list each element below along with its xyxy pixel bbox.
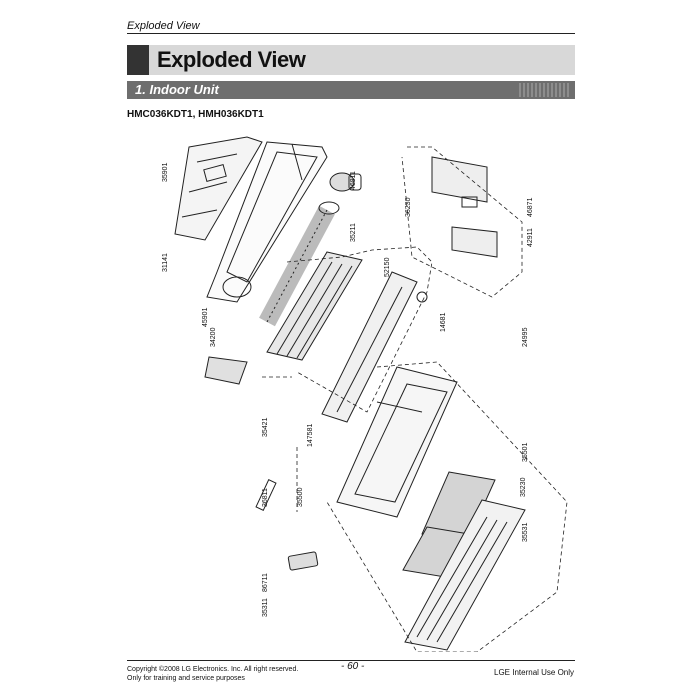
header-rule <box>127 33 575 34</box>
part-label: 36230 <box>405 197 412 217</box>
page-title: Exploded View <box>157 47 306 72</box>
running-head: Exploded View <box>127 20 200 32</box>
part-label: 31141 <box>162 253 169 272</box>
copyright-text: Copyright ©2008 LG Electronics. Inc. All… <box>127 666 299 673</box>
section-title: 1. Indoor Unit <box>135 82 219 97</box>
group-outlines <box>262 146 568 652</box>
part-label: 35531 <box>522 522 529 542</box>
part-label: 34200 <box>210 327 217 347</box>
fan-motor-drawing <box>329 172 362 192</box>
evaporator-drawing <box>266 251 363 361</box>
control-box-drawing <box>431 156 498 258</box>
page-number: - 60 - <box>341 661 365 672</box>
section-bar: 1. Indoor Unit <box>127 81 575 99</box>
section-decoration <box>519 83 569 97</box>
part-label: 35901 <box>162 162 169 182</box>
footer-copyright: Copyright ©2008 LG Electronics. Inc. All… <box>127 665 298 683</box>
footer-rule <box>127 660 575 661</box>
part-label: 147581 <box>307 424 314 447</box>
part-label: 52150 <box>384 257 391 277</box>
exploded-view-diagram: 35901 31141 45901 34200 46811 35211 5215… <box>162 136 568 652</box>
usage-note: Only for training and service purposes <box>127 675 245 682</box>
part-label: 35501 <box>522 442 529 462</box>
model-numbers: HMC036KDT1, HMH036KDT1 <box>127 109 264 120</box>
title-marker <box>127 45 149 75</box>
cross-flow-fan-drawing <box>259 201 340 327</box>
part-label: 35421 <box>262 417 269 437</box>
part-label: 46871 <box>527 197 534 217</box>
part-label: 24995 <box>522 327 529 347</box>
part-label: 36811 <box>262 488 269 507</box>
part-label: 46811 <box>350 171 357 190</box>
remote-control-drawing <box>204 356 319 571</box>
front-grille-drawing <box>404 499 526 651</box>
part-label: 14681 <box>440 312 447 332</box>
chassis-drawing <box>174 136 263 241</box>
part-label: 45901 <box>202 307 209 327</box>
front-frame-drawing <box>336 366 458 518</box>
part-labels: 35901 31141 45901 34200 46811 35211 5215… <box>162 162 534 617</box>
part-label: 35211 <box>350 223 357 242</box>
part-label: 35230 <box>520 477 527 497</box>
part-label: 35500 <box>297 487 304 507</box>
drain-pan-drawing <box>321 271 428 423</box>
internal-use-note: LGE Internal Use Only <box>494 668 575 677</box>
part-label: 86711 <box>262 573 269 592</box>
part-label: 35311 <box>262 598 269 617</box>
main-frame-drawing <box>206 141 328 303</box>
part-label: 42911 <box>527 228 534 247</box>
title-bar: Exploded View <box>127 45 575 75</box>
